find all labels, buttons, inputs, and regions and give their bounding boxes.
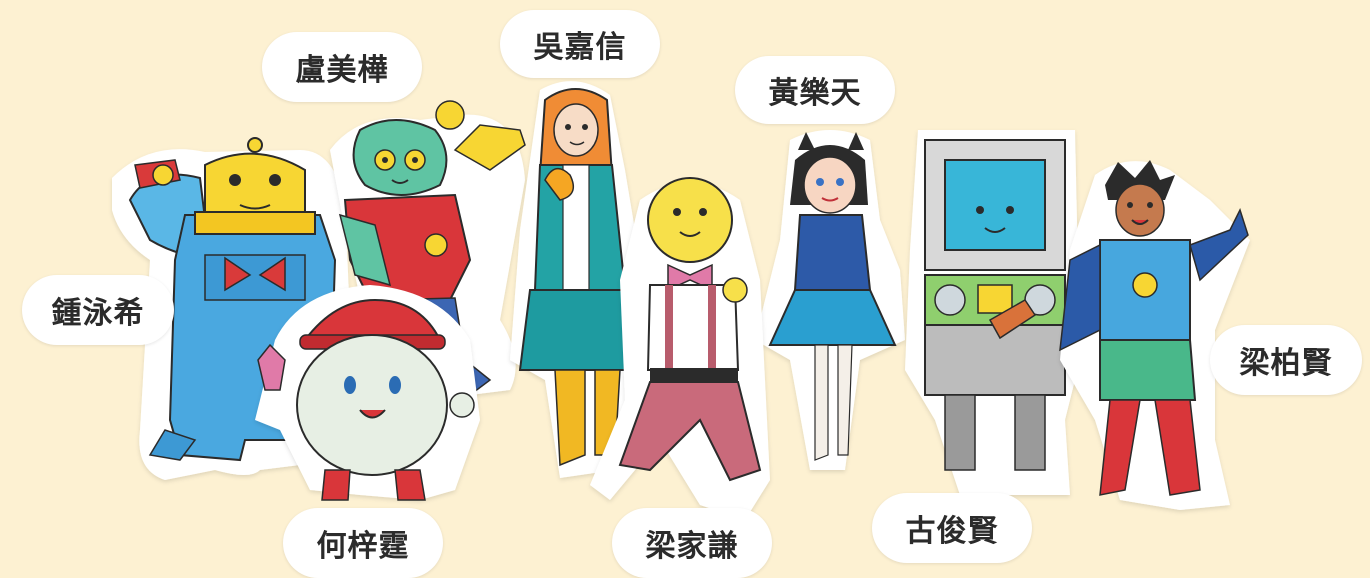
orange-hair-girl-character [510, 81, 650, 478]
spiky-hair-boy-character [1059, 160, 1250, 510]
name-bubble-ng-ka-shun: 吳嘉信 [500, 10, 660, 78]
name-bubble-lo-mei-wa: 盧美樺 [262, 32, 422, 102]
tv-robot-character [905, 130, 1080, 495]
name-bubble-leung-ka-him: 梁家謙 [612, 508, 772, 578]
name-bubble-chung-wing-hei: 鍾泳希 [22, 275, 174, 345]
name-bubble-ku-chun-yin: 古俊賢 [872, 493, 1032, 563]
yellow-bulb-head-character [590, 177, 770, 520]
name-bubble-ho-tsz-ting: 何梓霆 [283, 508, 443, 578]
name-bubble-wong-lok-tin: 黃樂天 [735, 56, 895, 124]
bell-robot-character [112, 137, 355, 480]
round-cap-character [255, 285, 480, 501]
name-bubble-leung-pak-yin: 梁柏賢 [1210, 325, 1362, 395]
cat-ear-girl-character [755, 130, 905, 470]
